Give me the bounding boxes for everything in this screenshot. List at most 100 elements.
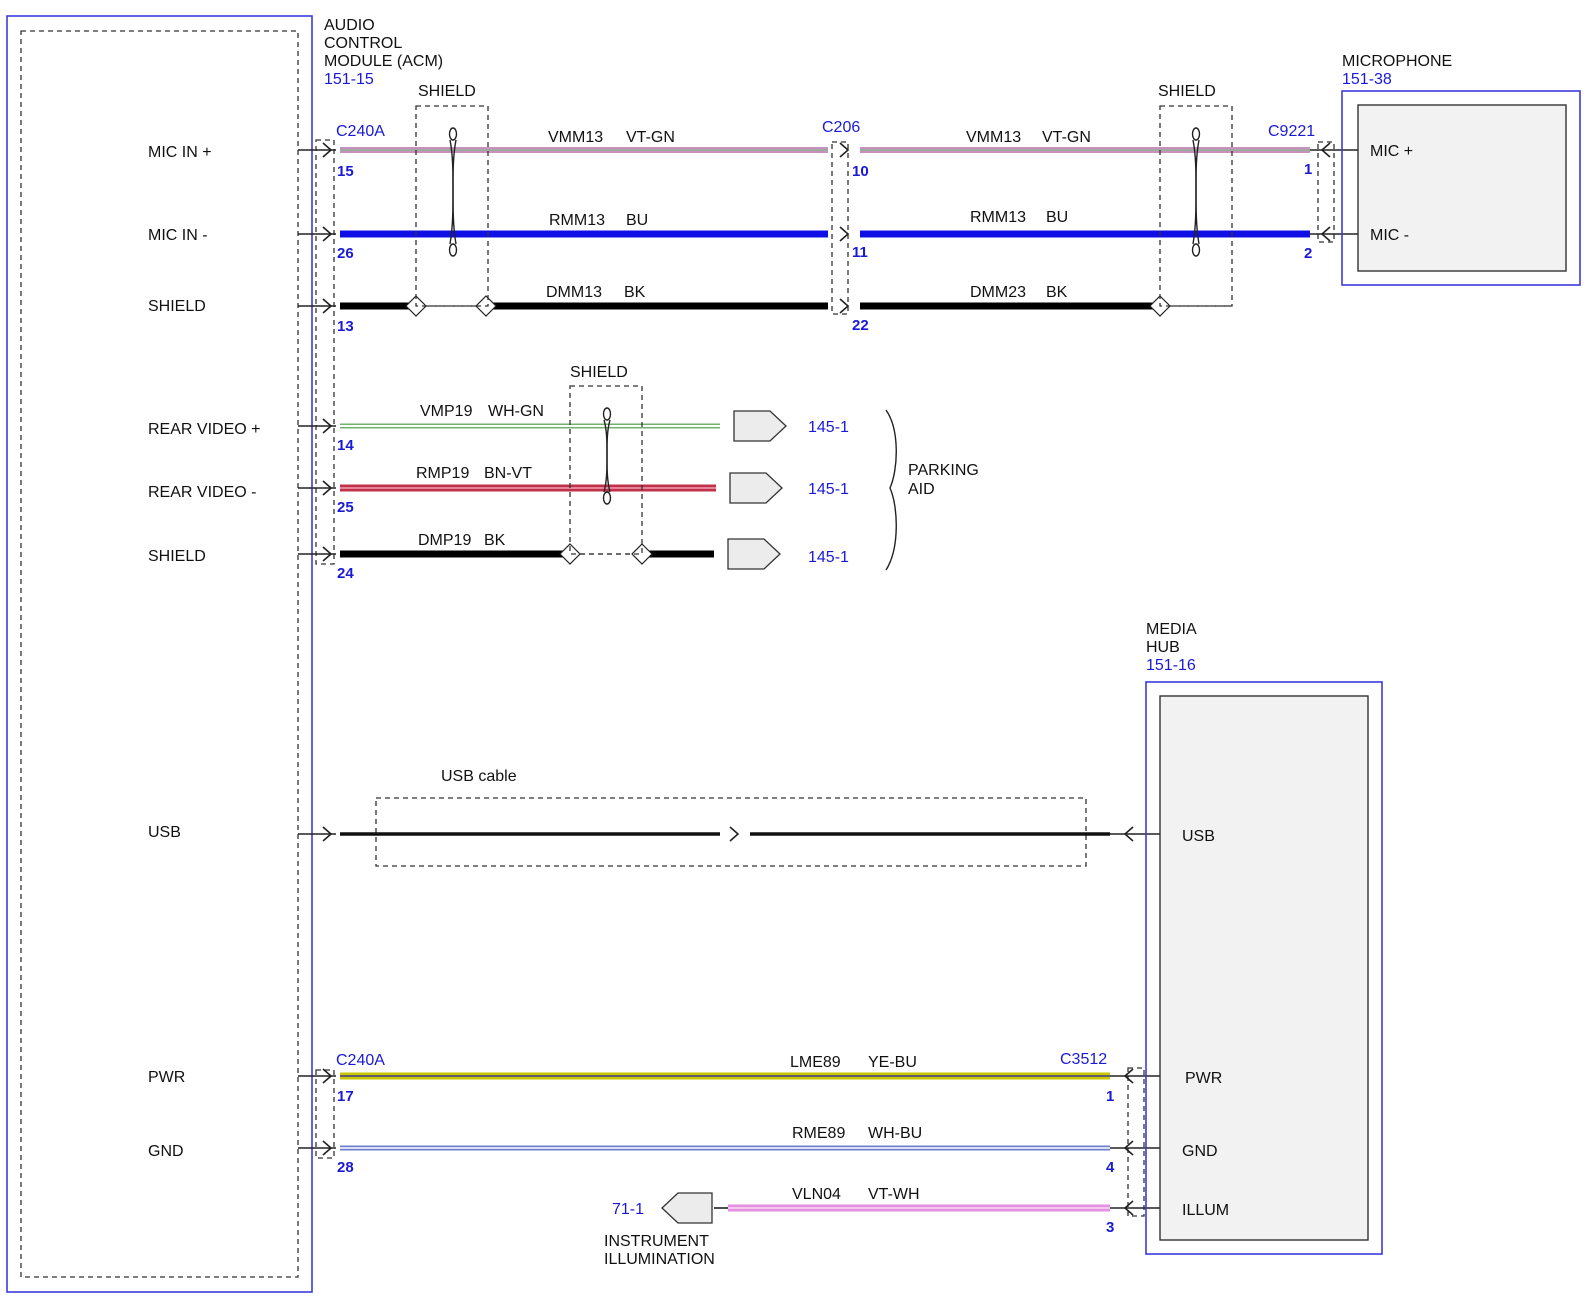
label-rmm13-b-color: BU: [1046, 209, 1068, 226]
pin-28: 28: [337, 1159, 354, 1176]
pin-26: 26: [337, 245, 354, 262]
parking-aid-line1: PARKING: [908, 462, 979, 479]
hub-pin-usb: USB: [1182, 828, 1215, 845]
shield-label-2: SHIELD: [1158, 83, 1216, 100]
parking-aid-ref-1: 145-1: [808, 419, 849, 436]
pin-17: 17: [337, 1088, 354, 1105]
media-hub-module[interactable]: [1145, 681, 1383, 1255]
pin-22: 22: [852, 317, 869, 334]
acm-pin-rear-video-neg: REAR VIDEO -: [148, 484, 256, 501]
pin-hub-4: 4: [1106, 1159, 1115, 1176]
parking-aid-offpage-arrows: [727, 410, 787, 570]
twisted-pair-3: [602, 407, 612, 505]
pin-11: 11: [852, 244, 868, 261]
label-vmp19-color: WH-GN: [488, 403, 544, 420]
label-rmm13-b-circuit: RMM13: [970, 209, 1026, 226]
label-rme89-color: WH-BU: [868, 1125, 922, 1142]
label-dmp19-circuit: DMP19: [418, 532, 471, 549]
connector-c3512-outline: [1127, 1067, 1145, 1217]
label-rmp19-circuit: RMP19: [416, 465, 469, 482]
usb-cable-outline: [375, 797, 1087, 867]
parking-aid-brace: [885, 409, 897, 571]
usb-cable-label: USB cable: [441, 768, 517, 785]
label-vmm13-b-color: VT-GN: [1042, 129, 1091, 146]
label-lme89-circuit: LME89: [790, 1054, 841, 1071]
pin-25: 25: [337, 499, 354, 516]
connector-c9221-outline: [1317, 141, 1335, 243]
acm-pin-shield-2: SHIELD: [148, 548, 206, 565]
mic-pin-neg: MIC -: [1370, 227, 1409, 244]
twisted-pair-1: [448, 127, 458, 257]
label-rme89-circuit: RME89: [792, 1125, 845, 1142]
connector-c9221: C9221: [1268, 123, 1315, 140]
label-vln04-circuit: VLN04: [792, 1186, 841, 1203]
label-vmp19-circuit: VMP19: [420, 403, 473, 420]
twisted-pair-2: [1191, 127, 1201, 257]
label-rmm13-a-color: BU: [626, 212, 648, 229]
label-dmp19-color: BK: [484, 532, 506, 549]
acm-pin-stubs: [298, 149, 336, 1149]
shield-label-1: SHIELD: [418, 83, 476, 100]
instrument-illumination-ref: 71-1: [612, 1201, 644, 1218]
mic-connector-arrows: [1320, 142, 1331, 242]
acm-pin-gnd: GND: [148, 1143, 184, 1160]
connector-c240a-bottom: C240A: [336, 1052, 385, 1069]
media-hub-ref: 151-16: [1146, 657, 1196, 674]
pin-mic-2: 2: [1304, 245, 1312, 262]
label-dmm13-circuit: DMM13: [546, 284, 602, 301]
pin-24: 24: [337, 565, 354, 582]
label-rmp19-color: BN-VT: [484, 465, 532, 482]
label-vmm13-a-circuit: VMM13: [548, 129, 603, 146]
acm-name-line1: AUDIO: [324, 17, 375, 34]
microphone-module[interactable]: [1341, 90, 1581, 286]
label-dmm23-color: BK: [1046, 284, 1068, 301]
acm-connector-arrows: [322, 142, 333, 1156]
media-hub-name-line2: HUB: [1146, 639, 1180, 656]
hub-connector-arrows: [1123, 826, 1134, 1216]
label-vln04-color: VT-WH: [868, 1186, 920, 1203]
label-vmm13-b-circuit: VMM13: [966, 129, 1021, 146]
acm-pin-shield-1: SHIELD: [148, 298, 206, 315]
pin-hub-3: 3: [1106, 1219, 1114, 1236]
shield-drain-diamonds-video: [559, 543, 653, 565]
hub-pin-stubs: [1110, 833, 1160, 1209]
acm-connector-c240a-top-outline: [315, 139, 335, 565]
parking-aid-ref-3: 145-1: [808, 549, 849, 566]
acm-name-line3: MODULE (ACM): [324, 53, 443, 70]
c206-arrows: [839, 142, 850, 314]
acm-pin-mic-in-neg: MIC IN -: [148, 227, 208, 244]
acm-connector-c240a-bottom-outline: [315, 1069, 335, 1159]
parking-aid-ref-2: 145-1: [808, 481, 849, 498]
parking-aid-line2: AID: [908, 481, 935, 498]
acm-ref: 151-15: [324, 71, 374, 88]
pin-hub-1: 1: [1106, 1088, 1114, 1105]
label-vmm13-a-color: VT-GN: [626, 129, 675, 146]
hub-pin-gnd: GND: [1182, 1143, 1218, 1160]
hub-pin-illum: ILLUM: [1182, 1202, 1229, 1219]
pin-10: 10: [852, 163, 869, 180]
microphone-ref: 151-38: [1342, 71, 1392, 88]
shield-label-3: SHIELD: [570, 364, 628, 381]
acm-name-line2: CONTROL: [324, 35, 402, 52]
pin-14: 14: [337, 437, 354, 454]
acm-pin-pwr: PWR: [148, 1069, 185, 1086]
label-rmm13-a-circuit: RMM13: [549, 212, 605, 229]
connector-c206: C206: [822, 119, 860, 136]
mic-pin-pos: MIC +: [1370, 143, 1413, 160]
microphone-name: MICROPHONE: [1342, 53, 1452, 70]
shield-box-3: [569, 385, 643, 555]
pin-15: 15: [337, 163, 354, 180]
hub-pin-pwr: PWR: [1185, 1070, 1222, 1087]
instrument-illumination-line1: INSTRUMENT: [604, 1233, 709, 1250]
label-dmm13-color: BK: [624, 284, 646, 301]
connector-c3512: C3512: [1060, 1051, 1107, 1068]
acm-pin-rear-video-pos: REAR VIDEO +: [148, 421, 260, 438]
label-dmm23-circuit: DMM23: [970, 284, 1026, 301]
media-hub-name-line1: MEDIA: [1146, 621, 1197, 638]
connector-c240a-top: C240A: [336, 123, 385, 140]
instrument-illumination-line2: ILLUMINATION: [604, 1251, 715, 1268]
label-lme89-color: YE-BU: [868, 1054, 917, 1071]
acm-module[interactable]: [6, 15, 313, 1293]
instrument-illumination-offpage-arrow: [661, 1192, 713, 1224]
